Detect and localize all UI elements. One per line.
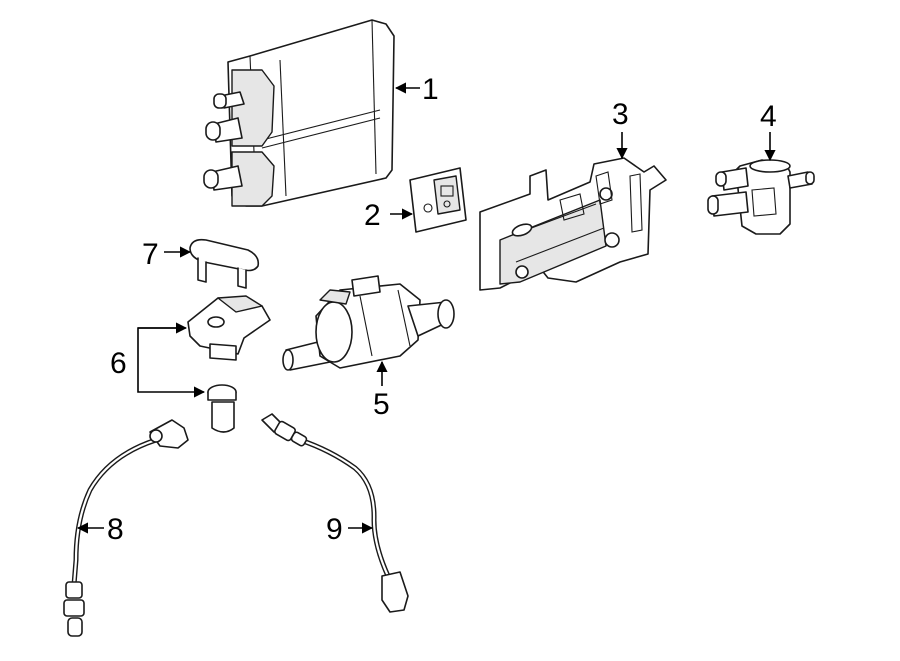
part-4-purge-valve — [707, 159, 815, 235]
callout-5: 5 — [373, 388, 390, 421]
callout-8: 8 — [107, 513, 124, 546]
part-2-bracket-plate — [409, 167, 467, 233]
leader-lines — [76, 82, 776, 534]
part-5-solenoid-valve — [282, 275, 455, 371]
callout-4: 4 — [760, 100, 777, 133]
part-9-oxygen-sensor — [261, 413, 409, 613]
callout-7: 7 — [142, 238, 159, 271]
callout-3: 3 — [612, 98, 629, 131]
callout-9: 9 — [326, 513, 343, 546]
callout-2: 2 — [364, 199, 381, 232]
callout-6: 6 — [110, 347, 127, 380]
part-3-mounting-bracket — [479, 157, 667, 291]
callout-1: 1 — [422, 73, 439, 106]
part-1-vapor-canister — [203, 19, 395, 207]
part-7-hose-clip — [189, 238, 260, 289]
part-6-grommet — [207, 384, 237, 433]
part-6-sensor — [187, 295, 271, 361]
part-8-oxygen-sensor — [63, 419, 189, 637]
